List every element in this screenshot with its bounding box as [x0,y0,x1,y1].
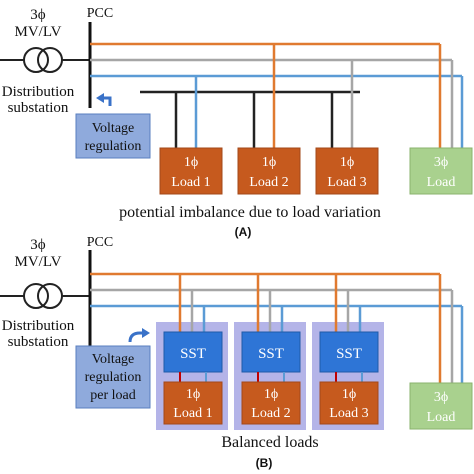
load-3phase-name: Load [427,175,456,190]
load-3phase-b-phase: 3ϕ [434,390,448,405]
transformer-phase-label: 3ϕ [30,7,46,23]
voltage-arrow-icon-b [128,331,142,343]
load-3-b-name: Load 3 [329,406,368,421]
voltage-box-line1: Voltage [92,121,135,136]
load-1-phase: 1ϕ [184,155,198,170]
substation-label-line2: substation [8,100,69,116]
load-2: 1ϕ Load 2 [237,147,301,195]
load-2-b: 1ϕ Load 2 [241,381,301,425]
load-1-b-name: Load 1 [173,406,212,421]
transformer-icon [0,47,90,73]
voltage-regulation-box [75,113,151,159]
sst-2: SST [241,331,301,373]
transformer-phase-label-b: 3ϕ [30,237,46,253]
transformer-voltage-label-b: MV/LV [15,254,62,270]
load-2-b-phase: 1ϕ [264,387,278,402]
substation-label-line1: Distribution [2,84,75,100]
load-1-b: 1ϕ Load 1 [163,381,223,425]
load-1: 1ϕ Load 1 [159,147,223,195]
feeder-lines [90,42,464,150]
load-2-b-name: Load 2 [251,406,290,421]
sst-3: SST [319,331,379,373]
arrow-head-icon [96,93,104,103]
load-3phase: 3ϕ Load [409,147,473,195]
load-1-name: Load 1 [171,175,210,190]
voltage-regulation-box-b [75,345,151,409]
panel-b-caption: Balanced loads [221,434,318,451]
substation-label-line1-b: Distribution [2,318,75,334]
load-3-b-phase: 1ϕ [342,387,356,402]
load-3phase-b: 3ϕ Load [409,382,473,430]
load-3phase-b-name: Load [427,410,456,425]
substation-label-line2-b: substation [8,334,69,350]
sst-load-links [179,372,363,382]
load-3-phase: 1ϕ [340,155,354,170]
load-3-name: Load 3 [327,175,366,190]
sst-1: SST [163,331,223,373]
arrow-head-icon-b [142,328,150,338]
voltage-box-b-line2: regulation [85,370,142,385]
transformer-voltage-label: MV/LV [15,24,62,40]
panel-a-caption: potential imbalance due to load variatio… [119,204,381,221]
voltage-arrow-icon [104,96,112,106]
sst-1-label: SST [180,346,206,362]
panel-a: 3ϕ MV/LV Distribution substation PCC [0,6,473,239]
voltage-box-line2: regulation [85,139,142,154]
load-1-b-phase: 1ϕ [186,387,200,402]
panel-b: 3ϕ MV/LV Distribution substation PCC [0,235,473,470]
voltage-box-b-line3: per load [90,388,135,403]
sst-3-label: SST [336,346,362,362]
panel-a-tag: (A) [235,225,252,239]
load-2-phase: 1ϕ [262,155,276,170]
voltage-box-b-line1: Voltage [92,352,135,367]
sst-2-label: SST [258,346,284,362]
feeder-lines-b [90,272,464,385]
panel-b-tag: (B) [256,456,273,470]
load-3: 1ϕ Load 3 [315,147,379,195]
load-3-b: 1ϕ Load 3 [319,381,379,425]
transformer-icon-b [0,283,90,309]
pcc-label-b: PCC [87,235,113,250]
load-2-name: Load 2 [249,175,288,190]
load-3phase-phase: 3ϕ [434,155,448,170]
pcc-label: PCC [87,6,113,21]
